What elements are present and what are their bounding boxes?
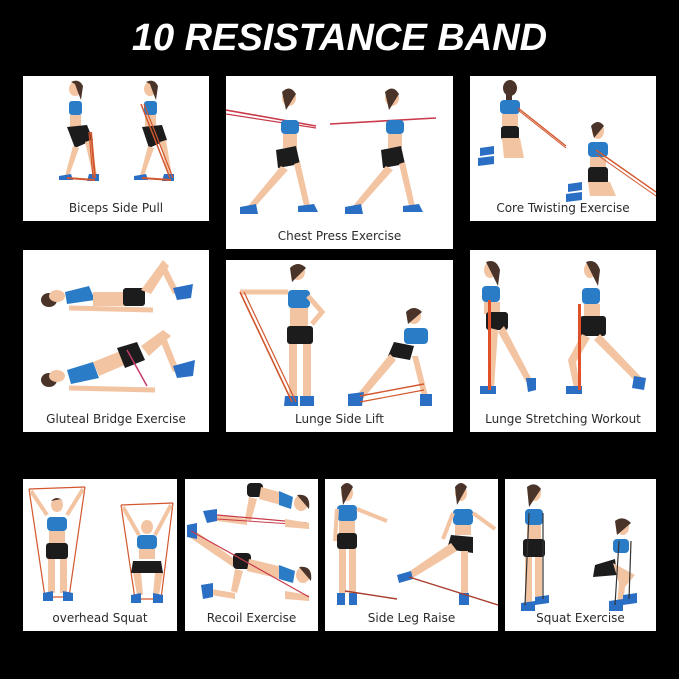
overhead-squat-icon	[28, 486, 174, 603]
gluteal-bridge-icon	[41, 260, 195, 393]
lunge-stretching-icon	[480, 261, 646, 394]
squat-exercise-icon	[521, 484, 637, 611]
exercise-card-chest-press: Chest Press Exercise	[226, 76, 453, 249]
side-leg-raise-icon	[333, 483, 498, 606]
exercise-card-squat-exercise: Squat Exercise	[505, 479, 656, 631]
exercise-card-recoil: Recoil Exercise	[185, 479, 318, 631]
exercise-label: Lunge Side Lift	[294, 412, 384, 426]
exercise-label: Squat Exercise	[536, 611, 625, 625]
infographic-title: 10 RESISTANCE BAND	[131, 17, 548, 59]
exercise-card-lunge-stretching: Lunge Stretching Workout	[470, 250, 656, 432]
exercise-label: Side Leg Raise	[367, 611, 456, 625]
exercise-card-lunge-side-lift: Lunge Side Lift	[226, 260, 453, 432]
exercise-label: overhead Squat	[52, 611, 148, 625]
exercise-card-biceps-side-pull: Biceps Side Pull	[23, 76, 209, 221]
biceps-side-pull-icon	[59, 80, 174, 181]
exercise-card-core-twisting: Core Twisting Exercise	[470, 76, 656, 221]
exercise-label: Lunge Stretching Workout	[485, 412, 641, 426]
core-twisting-icon	[478, 80, 656, 202]
exercise-card-side-leg-raise: Side Leg Raise	[325, 479, 498, 631]
exercise-card-overhead-squat: overhead Squat	[23, 479, 177, 631]
exercise-card-gluteal-bridge: Gluteal Bridge Exercise	[23, 250, 209, 432]
exercise-label: Recoil Exercise	[206, 611, 297, 625]
exercise-label: Chest Press Exercise	[277, 229, 402, 243]
lunge-side-lift-icon	[239, 264, 432, 406]
exercise-label: Biceps Side Pull	[68, 201, 164, 215]
exercise-label: Core Twisting Exercise	[496, 201, 630, 215]
recoil-exercise-icon	[187, 483, 312, 601]
exercise-label: Gluteal Bridge Exercise	[46, 412, 186, 426]
chest-press-icon	[226, 88, 437, 214]
